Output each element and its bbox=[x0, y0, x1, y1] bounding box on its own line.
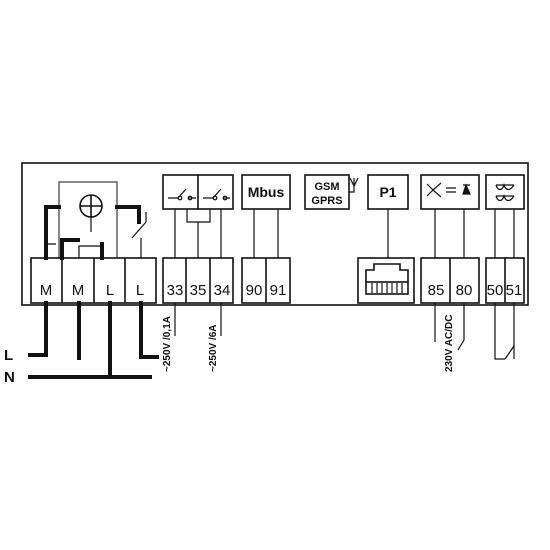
gprs-label: GPRS bbox=[311, 195, 342, 207]
terminal-label: 34 bbox=[214, 282, 231, 299]
gsm-label: GSM bbox=[314, 181, 339, 193]
terminal-label: 35 bbox=[190, 282, 207, 299]
terminal-label: 91 bbox=[270, 282, 287, 299]
terminal-label: L bbox=[136, 282, 144, 299]
terminal-label: 33 bbox=[167, 282, 184, 299]
supply-rating: 230V AC/DC bbox=[444, 315, 455, 372]
device-housing bbox=[21, 162, 529, 306]
optocoupler-module bbox=[420, 174, 480, 210]
terminal-label: M bbox=[40, 282, 53, 299]
pulse-module bbox=[485, 174, 525, 210]
relay2-rating: ~250V /6A bbox=[208, 324, 219, 372]
terminal-label: 50 bbox=[487, 282, 504, 299]
terminal-label: 90 bbox=[246, 282, 263, 299]
p1-port bbox=[357, 257, 415, 304]
line-label-l: L bbox=[4, 347, 13, 364]
mbus-label: Mbus bbox=[248, 184, 285, 200]
terminal-label: M bbox=[72, 282, 85, 299]
terminal-label: 85 bbox=[428, 282, 445, 299]
terminal-label: 51 bbox=[506, 282, 523, 299]
relay1-rating: ~250V /0,1A bbox=[162, 316, 173, 372]
mbus-module bbox=[241, 174, 291, 210]
line-label-n: N bbox=[4, 369, 15, 386]
terminal-label: 80 bbox=[456, 282, 473, 299]
p1-label: P1 bbox=[379, 184, 396, 200]
terminal-label: L bbox=[106, 282, 114, 299]
